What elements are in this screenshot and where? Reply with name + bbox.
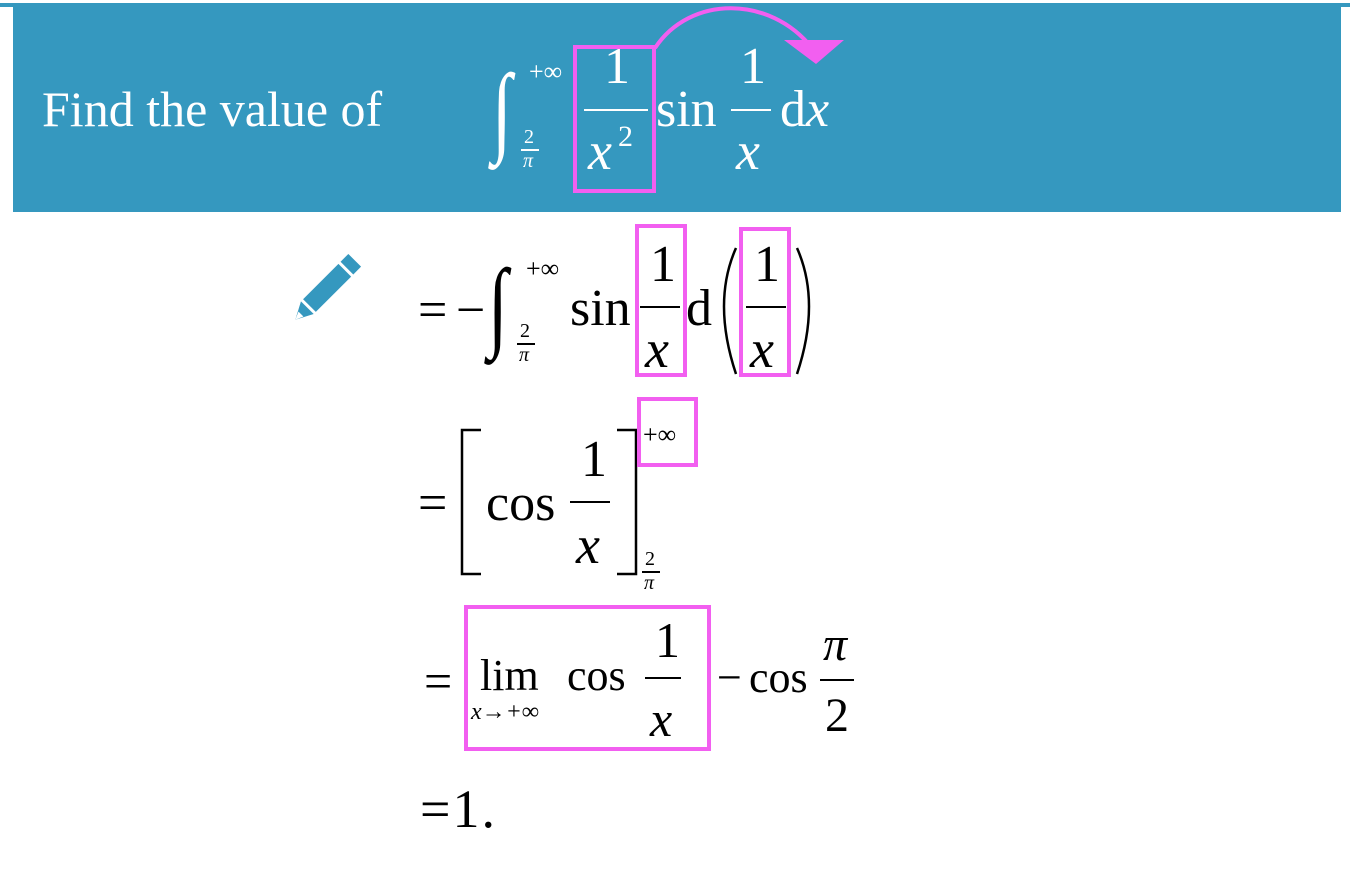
step3-cos: cos: [567, 651, 626, 700]
header-frac-den: x: [588, 121, 612, 181]
highlight-header-fraction: [573, 45, 656, 193]
step3-pi: π: [823, 618, 848, 671]
step1-den: x: [645, 319, 669, 379]
step2-den: x: [576, 515, 600, 575]
banner-edge-left: [0, 3, 13, 7]
step1-minus: −: [456, 282, 486, 339]
step1-lower-limit-den: π: [519, 344, 530, 366]
header-lower-limit-num: 2: [524, 126, 534, 148]
step2-bar: [570, 501, 610, 503]
header-lower-limit-bar: [521, 149, 539, 151]
step1-paren-bar: [746, 306, 786, 308]
question-prompt: Find the value of: [42, 81, 383, 137]
header-lower-limit-den: π: [523, 150, 534, 172]
highlight-step1-paren-fraction: [739, 227, 791, 377]
header-sin-bar: [731, 109, 771, 111]
step3-bar: [645, 677, 681, 679]
header-d: d: [780, 81, 806, 138]
step3-pi-den: 2: [825, 689, 849, 742]
step3-lim-subscript: x→+∞: [471, 699, 539, 725]
step1-num: 1: [650, 236, 676, 293]
step2-lower-num: 2: [645, 548, 655, 570]
step1-paren-den: x: [750, 319, 774, 379]
step1-bar: [640, 306, 680, 308]
step1-d: d: [686, 280, 712, 337]
step1-paren-num: 1: [754, 236, 780, 293]
step1-upper-limit: +∞: [526, 254, 560, 283]
step2-cos: cos: [486, 475, 556, 532]
step1-lower-limit-num: 2: [520, 320, 530, 342]
step2-upper-limit: +∞: [643, 420, 677, 449]
step2-lower-bar: [642, 571, 660, 573]
step3-cos2: cos: [749, 653, 808, 702]
header-sin-den: x: [736, 121, 760, 181]
header-sin-num: 1: [740, 38, 766, 95]
highlight-step2-upper-limit: [637, 397, 698, 467]
step1-sin: sin: [570, 280, 631, 337]
highlight-step3-limit: [464, 605, 711, 751]
header-frac-bar: [584, 109, 648, 111]
question-banner: [13, 5, 1341, 212]
step2-num: 1: [581, 431, 607, 488]
step3-den: x: [650, 691, 673, 747]
header-integral-sign: ∫: [492, 54, 512, 165]
step4-result: =1.: [420, 779, 497, 839]
header-frac-den-exp: 2: [618, 120, 633, 153]
step3-num: 1: [655, 612, 680, 668]
header-sin: sin: [656, 81, 717, 138]
banner-edge-right: [1341, 3, 1350, 7]
step3-pi-bar: [820, 679, 854, 681]
header-dx-var: x: [806, 81, 830, 138]
step2-equals: =: [418, 475, 448, 532]
banner-top-edge: [0, 3, 1350, 5]
step3-equals: =: [424, 653, 453, 709]
step3-minus: −: [717, 653, 742, 702]
step3-lim: lim: [480, 651, 539, 700]
step1-integral-sign: ∫: [488, 249, 508, 360]
step1-lower-limit-bar: [517, 343, 535, 345]
header-frac-num: 1: [604, 38, 630, 95]
header-upper-limit: +∞: [529, 57, 563, 86]
step2-lower-den: π: [644, 572, 655, 594]
highlight-step1-fraction: [635, 224, 687, 377]
step1-equals: =: [418, 282, 448, 339]
